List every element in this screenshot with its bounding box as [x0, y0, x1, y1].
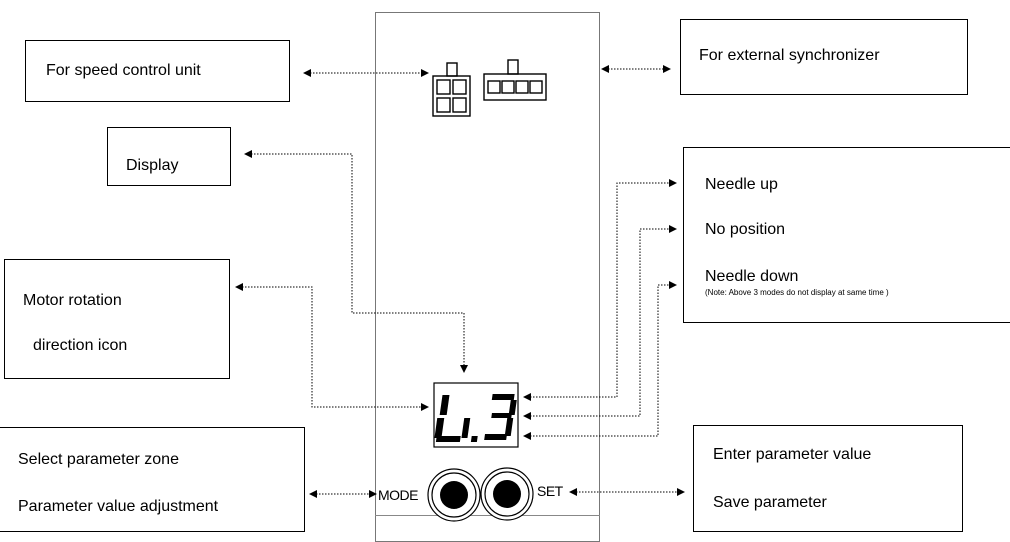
mode-function-box: Select parameter zone Parameter value ad… — [0, 427, 305, 532]
needle-down-label: Needle down — [705, 268, 799, 285]
enter-value-label: Enter parameter value — [713, 446, 872, 463]
motor-rotation-box: Motor rotation direction icon — [4, 259, 230, 379]
needle-up-label: Needle up — [705, 176, 778, 193]
display-box: Display — [107, 127, 231, 186]
mode-button-icon — [427, 468, 481, 522]
external-sync-label: For external synchronizer — [699, 47, 880, 64]
set-button-icon — [480, 467, 534, 521]
speed-control-box: For speed control unit — [25, 40, 290, 102]
panel-bottom-line — [375, 515, 600, 516]
seven-segment-display-icon — [433, 382, 519, 448]
speed-control-label: For speed control unit — [46, 62, 201, 79]
leader-lines — [235, 65, 685, 498]
connector-left-icon — [432, 62, 471, 117]
external-sync-box: For external synchronizer — [680, 19, 968, 95]
mode-button-label: MODE — [378, 487, 419, 503]
save-param-label: Save parameter — [713, 494, 827, 511]
needle-position-box: Needle up No position Needle down (Note:… — [683, 147, 1010, 323]
select-zone-label: Select parameter zone — [18, 451, 179, 468]
connector-right-icon — [483, 59, 547, 101]
set-button-label: SET — [537, 483, 563, 499]
value-adjust-label: Parameter value adjustment — [18, 498, 219, 515]
no-position-label: No position — [705, 221, 786, 238]
modes-note-label: (Note: Above 3 modes do not display at s… — [705, 288, 889, 297]
motor-rotation-label-line2: direction icon — [33, 337, 128, 354]
set-function-box: Enter parameter value Save parameter — [693, 425, 963, 532]
motor-rotation-label-line1: Motor rotation — [23, 292, 122, 309]
display-label: Display — [126, 157, 179, 174]
